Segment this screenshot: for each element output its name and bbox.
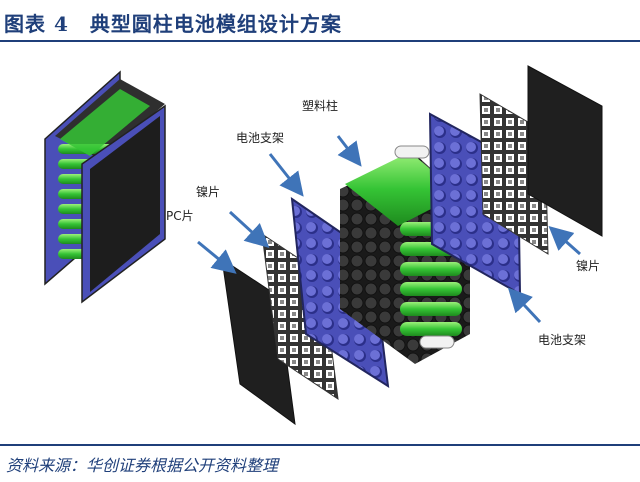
source-note: 资料来源：华创证券根据公开资料整理 bbox=[6, 456, 279, 475]
plastic-post bbox=[394, 145, 430, 159]
label-nickel-right: 镍片 bbox=[576, 259, 600, 273]
module-pc-face bbox=[90, 116, 160, 292]
title-rule bbox=[0, 40, 640, 42]
callout-arrows bbox=[197, 135, 581, 324]
pc-sheet-right bbox=[527, 65, 603, 237]
arrow-plastic-post bbox=[336, 135, 362, 167]
arrow-holder-bottom bbox=[507, 287, 542, 324]
label-battery-holder-bottom: 电池支架 bbox=[538, 333, 586, 347]
arrow-nickel-left bbox=[228, 210, 270, 249]
label-plastic-post: 塑料柱 bbox=[302, 98, 338, 113]
arrow-nickel-right bbox=[548, 226, 581, 256]
source-rule bbox=[0, 444, 640, 446]
arrow-holder-top bbox=[268, 153, 304, 197]
plastic-post-bottom bbox=[419, 335, 455, 349]
arrow-pc bbox=[197, 240, 237, 274]
label-battery-holder-top: 电池支架 bbox=[236, 131, 284, 145]
label-pc-sheet: PC片 bbox=[166, 209, 194, 223]
battery-module-diagram: 塑料柱 电池支架 镍片 PC片 镍片 电池支架 bbox=[44, 65, 603, 426]
assembled-module bbox=[44, 70, 166, 304]
page-title: 图表 4 典型圆柱电池模组设计方案 bbox=[4, 12, 342, 36]
label-nickel-left: 镍片 bbox=[196, 185, 220, 199]
